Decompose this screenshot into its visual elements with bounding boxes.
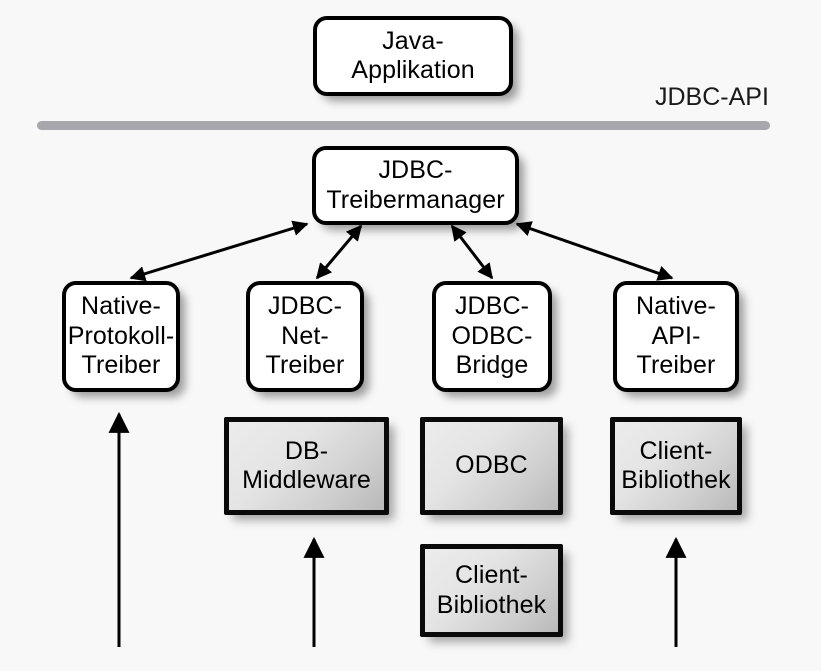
node-client-bibliothek-right[interactable]: Client- Bibliothek [610, 417, 742, 515]
arrow-manager-jdbc-net [315, 224, 363, 280]
node-client-bibliothek-center[interactable]: Client- Bibliothek [420, 544, 563, 637]
arrow-manager-native-api [515, 221, 674, 281]
node-native-protokoll-treiber[interactable]: Native- Protokoll- Treiber [62, 281, 180, 392]
node-jdbc-odbc-bridge[interactable]: JDBC- ODBC- Bridge [432, 281, 552, 392]
node-java-applikation[interactable]: Java- Applikation [313, 16, 513, 96]
jdbc-api-label: JDBC-API [655, 83, 769, 111]
node-jdbc-net-treiber[interactable]: JDBC- Net- Treiber [246, 281, 364, 392]
arrow-manager-jdbc-odbc [450, 224, 494, 280]
arrow-manager-native-protokoll [129, 220, 309, 282]
node-native-api-treiber[interactable]: Native- API- Treiber [613, 281, 739, 392]
jdbc-api-bar [37, 121, 770, 130]
node-db-middleware[interactable]: DB- Middleware [224, 417, 389, 515]
node-jdbc-treibermanager[interactable]: JDBC- Treibermanager [312, 146, 519, 225]
node-odbc[interactable]: ODBC [420, 417, 563, 515]
